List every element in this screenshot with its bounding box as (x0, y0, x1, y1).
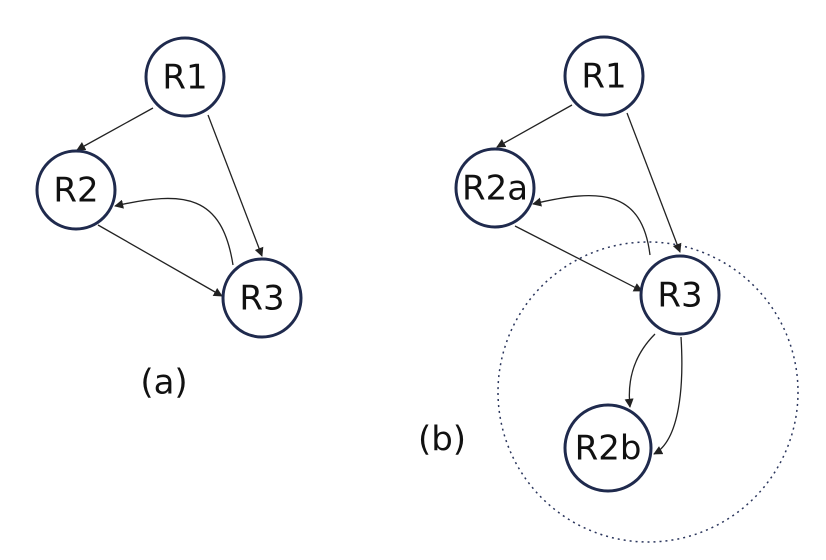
edge-r3-r2a-b (532, 195, 651, 256)
node-r2-a: R2 (35, 149, 117, 231)
node-r1-b: R1 (563, 35, 645, 117)
node-r3-b: R3 (639, 254, 721, 336)
node-r2a-b: R2a (454, 147, 536, 229)
edge-r2a-r3-b (514, 225, 643, 292)
node-label: R2b (575, 429, 642, 469)
edge-r3-r2-a (114, 197, 234, 266)
node-r1-a: R1 (144, 36, 226, 118)
node-label: R3 (657, 276, 702, 316)
node-label: R2a (462, 169, 528, 209)
panel-a: R1 R2 R3 (a) (35, 36, 303, 403)
edge-r1-r3-a (207, 114, 264, 257)
edge-r1-r2-a (76, 107, 154, 151)
panel-label-b: (b) (418, 420, 466, 460)
edge-r1-r3-b (626, 112, 682, 253)
edge-r3-r2b-right-b (653, 336, 683, 455)
edge-r3-r2b-left-b (624, 333, 656, 408)
node-label: R3 (239, 279, 284, 319)
node-label: R2 (53, 171, 98, 211)
panel-label-a: (a) (140, 363, 187, 403)
edge-r1-r2a-b (496, 104, 573, 148)
dotted-group-circle (497, 241, 799, 543)
panel-b: R1 R2a R3 R2b (b) (418, 35, 799, 543)
node-label: R1 (162, 58, 207, 98)
node-r3-a: R3 (221, 257, 303, 339)
node-label: R1 (581, 57, 626, 97)
node-r2b-b: R2b (563, 403, 653, 493)
edge-r2-r3-a (97, 224, 223, 297)
